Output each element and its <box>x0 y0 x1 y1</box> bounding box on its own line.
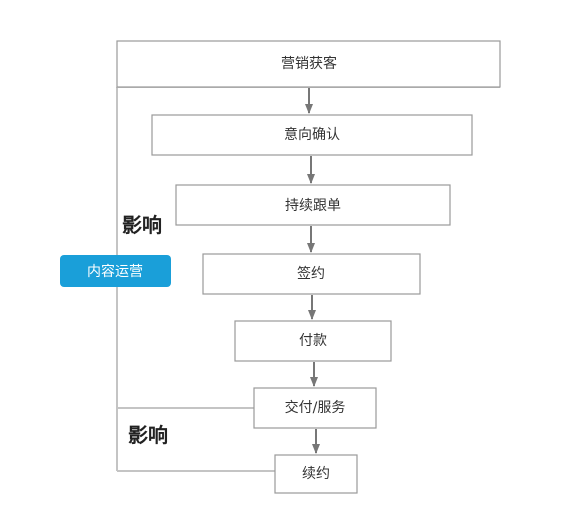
step-payment: 付款 <box>234 320 392 362</box>
step-marketing-label: 营销获客 <box>281 55 337 72</box>
flow-arrows <box>305 88 320 454</box>
step-payment-label: 付款 <box>299 333 327 349</box>
influence-label-bottom: 影响 <box>128 423 168 447</box>
content-ops-label: 内容运营 <box>87 263 143 280</box>
content-ops-badge-bg <box>60 255 171 287</box>
step-followup: 持续跟单 <box>175 184 451 226</box>
step-intent-label: 意向确认 <box>284 126 340 143</box>
step-sign-label: 签约 <box>297 265 325 282</box>
step-renewal: 续约 <box>274 454 358 494</box>
step-delivery: 交付/服务 <box>253 387 377 429</box>
step-sign: 签约 <box>202 253 421 295</box>
influence-label-top: 影响 <box>122 213 162 237</box>
step-delivery-label: 交付/服务 <box>285 399 346 416</box>
content-ops-badge: 内容运营 <box>60 255 171 287</box>
step-intent: 意向确认 <box>151 114 473 156</box>
step-marketing: 营销获客 <box>116 40 501 88</box>
step-renewal-label: 续约 <box>302 465 330 482</box>
step-followup-label: 持续跟单 <box>285 197 341 214</box>
